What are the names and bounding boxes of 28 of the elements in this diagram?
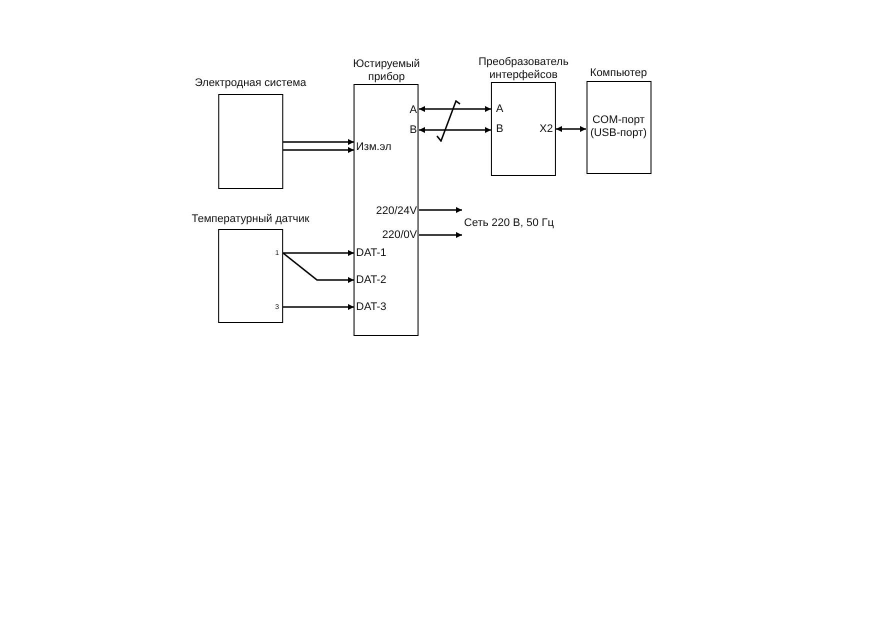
port-label: COM-порт (USB-порт) xyxy=(589,114,648,140)
block-title: Юстируемый прибор xyxy=(353,58,420,84)
port-label: 220/0V xyxy=(382,228,417,242)
block-title: Температурный датчик xyxy=(192,213,310,226)
double-arrow xyxy=(556,126,586,132)
port-label: A xyxy=(496,102,504,116)
block-title: Преобразователь интерфейсов xyxy=(478,56,569,82)
port-label: DAT-3 xyxy=(356,300,386,314)
power-supply-label: Сеть 220 В, 50 Гц xyxy=(464,216,554,228)
block-title: Компьютер xyxy=(590,67,647,80)
port-label: A xyxy=(410,104,417,116)
double-arrow xyxy=(419,106,491,112)
double-arrow xyxy=(419,127,491,133)
port-label: B xyxy=(496,122,504,136)
port-label: B xyxy=(410,124,417,136)
arrow xyxy=(283,304,354,310)
arrow xyxy=(283,250,354,256)
port-label: DAT-2 xyxy=(356,274,386,286)
port-label: 220/24V xyxy=(376,204,417,218)
port-label: DAT-1 xyxy=(356,246,386,260)
port-label: Изм.эл xyxy=(356,140,392,154)
arrow xyxy=(419,207,462,213)
block-title: Электродная система xyxy=(194,77,306,90)
arrow xyxy=(419,232,462,238)
port-label: X2 xyxy=(540,122,553,136)
arrow xyxy=(282,252,354,283)
arrow xyxy=(283,139,354,145)
arrow xyxy=(283,147,354,153)
